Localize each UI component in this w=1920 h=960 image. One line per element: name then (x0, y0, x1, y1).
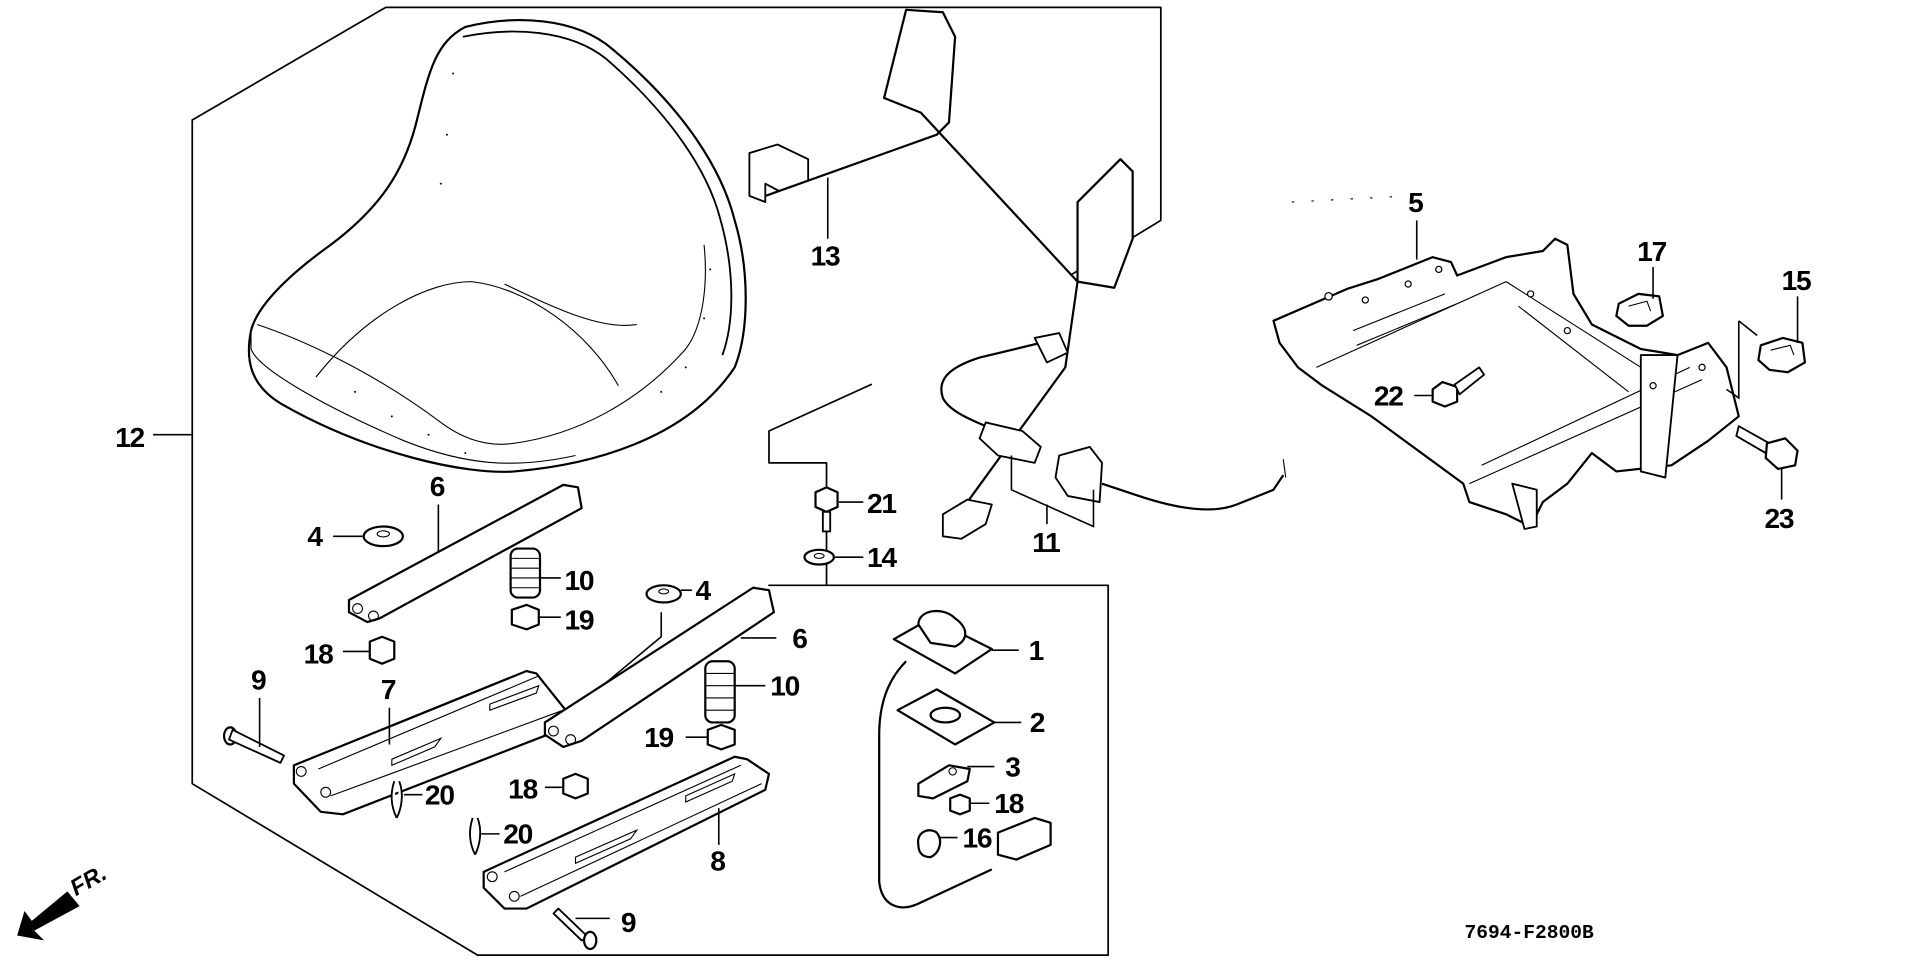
callout-18-right[interactable]: 18 (994, 788, 1025, 819)
wire-clamp-16-part[interactable] (917, 829, 942, 859)
collar-19b-part[interactable] (706, 723, 736, 751)
callout-11[interactable]: 11 (1032, 527, 1061, 558)
arrow-icon (17, 891, 80, 941)
seat-part[interactable] (247, 19, 747, 473)
seat-texture (354, 72, 712, 455)
callout-15[interactable]: 15 (1782, 265, 1813, 296)
bolt-23-part[interactable] (1735, 425, 1799, 471)
cotter-pin-20b-part[interactable] (469, 817, 482, 856)
cushion-4a-part[interactable] (362, 525, 404, 548)
clip-nut-17-part[interactable] (1615, 292, 1664, 327)
callout-20-upper[interactable]: 20 (425, 779, 456, 810)
nut-18c-part[interactable] (949, 793, 971, 816)
bolt-22-part[interactable] (1431, 366, 1485, 408)
callout-6-left[interactable]: 6 (430, 471, 446, 502)
seat-switch-1-part[interactable] (878, 609, 993, 909)
callout-5[interactable]: 5 (1408, 187, 1424, 218)
callout-19-left[interactable]: 19 (564, 604, 595, 635)
collar-19a-part[interactable] (510, 603, 540, 631)
callout-21[interactable]: 21 (867, 488, 898, 519)
nut-18b-part[interactable] (562, 772, 589, 800)
callout-9-bottom[interactable]: 9 (621, 907, 637, 938)
callout-8[interactable]: 8 (710, 846, 726, 877)
cushion-4b-part[interactable] (645, 584, 682, 604)
frame-holes (1324, 265, 1706, 390)
callout-labels: 12 13 5 17 15 22 23 11 21 14 6 4 10 19 1… (115, 187, 1813, 938)
connector-part (996, 816, 1052, 861)
seat-rail-6a-part[interactable] (347, 483, 583, 624)
callout-4-right[interactable]: 4 (696, 575, 713, 606)
seat-frame-part[interactable] (1272, 237, 1740, 530)
callout-4-left[interactable]: 4 (307, 521, 324, 552)
figure-code: 7694-F2800B (1464, 922, 1593, 944)
callout-6-right[interactable]: 6 (792, 623, 808, 654)
callout-13[interactable]: 13 (811, 241, 842, 272)
callout-12[interactable]: 12 (115, 422, 146, 453)
washer-14-part[interactable] (803, 548, 835, 566)
spring-10a-part[interactable] (509, 547, 542, 599)
callout-19-right[interactable]: 19 (644, 722, 675, 753)
callout-3[interactable]: 3 (1005, 751, 1021, 782)
callout-2[interactable]: 2 (1030, 707, 1046, 738)
callout-18-left[interactable]: 18 (304, 639, 335, 670)
clip-nut-15-part[interactable] (1757, 336, 1806, 374)
spring-10b-part[interactable] (704, 660, 736, 724)
bolt-21-part[interactable] (814, 486, 839, 533)
callout-14[interactable]: 14 (867, 542, 899, 573)
callout-1[interactable]: 1 (1029, 635, 1045, 666)
callout-20-lower[interactable]: 20 (503, 819, 534, 850)
callout-10-left[interactable]: 10 (564, 565, 595, 596)
callout-9-left[interactable]: 9 (251, 664, 267, 695)
callout-22[interactable]: 22 (1374, 380, 1405, 411)
seat-belt-part[interactable] (940, 332, 1287, 511)
cotter-pin-20a-part[interactable] (390, 780, 403, 819)
callout-17[interactable]: 17 (1637, 236, 1668, 267)
pin-9a-part[interactable] (222, 726, 285, 764)
front-direction-indicator: FR. (17, 859, 111, 941)
callout-23[interactable]: 23 (1764, 503, 1795, 534)
leader-11 (1010, 455, 1095, 528)
callout-16[interactable]: 16 (962, 822, 993, 853)
frame-group-dashes (1291, 195, 1409, 203)
switch-clamp-3-part[interactable] (917, 764, 971, 800)
callout-7[interactable]: 7 (381, 674, 397, 705)
bracket-15 (1726, 320, 1758, 400)
nut-18a-part[interactable] (368, 635, 396, 665)
seat-rail-6b-part[interactable] (543, 586, 775, 749)
callout-18-mid[interactable]: 18 (508, 773, 539, 804)
seat-slide-8-part[interactable] (482, 755, 771, 910)
front-label: FR. (65, 859, 110, 900)
pin-9b-part[interactable] (552, 907, 598, 951)
callout-10-right[interactable]: 10 (770, 671, 801, 702)
